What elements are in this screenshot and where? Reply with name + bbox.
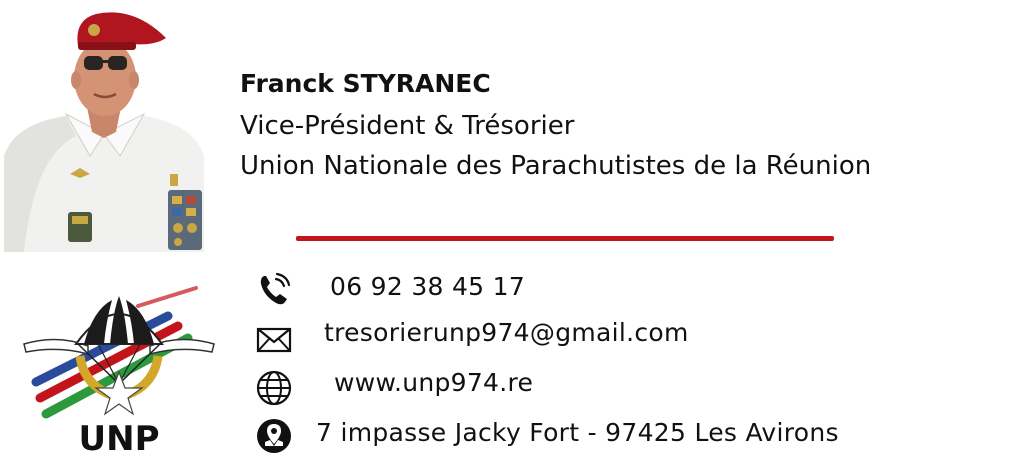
unp-logo: UNP [18,282,218,460]
globe-icon [254,368,294,408]
postal-address: 7 impasse Jacky Fort - 97425 Les Avirons [316,418,839,447]
website-link[interactable]: www.unp974.re [334,368,534,397]
email-address[interactable]: tresorierunp974@gmail.com [324,318,689,347]
person-title: Vice-Président & Trésorier [240,111,575,141]
organization-name: Union Nationale des Parachutistes de la … [240,151,872,181]
logo-text: UNP [79,419,160,459]
profile-photo [4,6,204,252]
person-name: Franck STYRANEC [240,69,491,98]
location-pin-icon [254,416,294,456]
divider-line [296,236,834,241]
phone-icon [254,270,294,310]
mail-icon [254,320,294,360]
phone-number[interactable]: 06 92 38 45 17 [330,272,526,301]
